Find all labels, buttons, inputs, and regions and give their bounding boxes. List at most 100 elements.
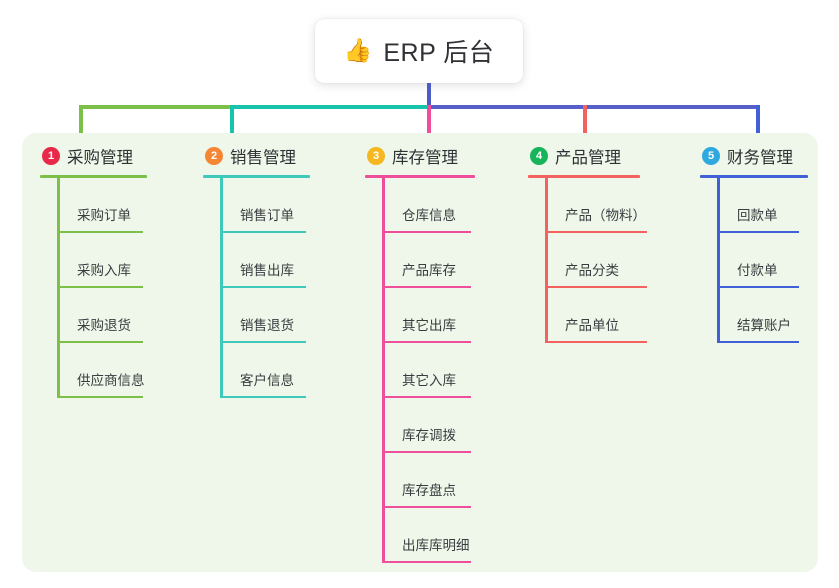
list-item-label: 产品（物料） (565, 208, 646, 223)
list-item-rule (59, 341, 143, 343)
list-item[interactable]: 结算账户 (719, 288, 839, 343)
list-item-label: 销售退货 (240, 318, 294, 333)
list-item[interactable]: 回款单 (719, 178, 839, 233)
list-item[interactable]: 采购订单 (59, 178, 190, 233)
bus-segment-middle (230, 105, 429, 109)
branch-badge-1: 1 (42, 147, 60, 165)
branch-drop-2 (230, 105, 234, 135)
list-item[interactable]: 产品（物料） (547, 178, 688, 233)
list-item-label: 产品库存 (402, 263, 456, 278)
list-item-label: 采购入库 (77, 263, 131, 278)
branch-badge-5: 5 (702, 147, 720, 165)
list-item-label: 采购订单 (77, 208, 131, 223)
list-item-rule (384, 451, 471, 453)
list-item-rule (59, 286, 143, 288)
branch-title-1: 采购管理 (67, 149, 133, 167)
branch-header-1[interactable]: 1 采购管理 (40, 143, 190, 169)
branch-drop-3 (427, 105, 431, 135)
list-item[interactable]: 客户信息 (222, 343, 353, 398)
list-item-label: 产品单位 (565, 318, 619, 333)
list-item-rule (547, 286, 647, 288)
root-node[interactable]: 👍 ERP 后台 (315, 19, 523, 83)
branch-badge-2: 2 (205, 147, 223, 165)
branch-spine-1 (57, 178, 60, 398)
list-item-label: 其它出库 (402, 318, 456, 333)
list-item[interactable]: 产品单位 (547, 288, 688, 343)
list-item[interactable]: 付款单 (719, 233, 839, 288)
list-item-rule (384, 341, 471, 343)
list-item-label: 结算账户 (737, 318, 791, 333)
branch-header-3[interactable]: 3 库存管理 (365, 143, 515, 169)
list-item-rule (222, 341, 306, 343)
list-item-rule (59, 231, 143, 233)
list-item[interactable]: 库存盘点 (384, 453, 515, 508)
list-item[interactable]: 销售订单 (222, 178, 353, 233)
list-item[interactable]: 出库库明细 (384, 508, 515, 563)
list-item-rule (719, 231, 799, 233)
list-item-label: 仓库信息 (402, 208, 456, 223)
branch-spine-2 (220, 178, 223, 398)
list-item[interactable]: 库存调拨 (384, 398, 515, 453)
list-item-label: 销售出库 (240, 263, 294, 278)
list-item-rule (547, 231, 647, 233)
bus-segment-right (427, 105, 760, 109)
branch-items-3: 仓库信息 产品库存 其它出库 其它入库 库存调拨 库存盘点 (365, 178, 515, 563)
branch-badge-4: 4 (530, 147, 548, 165)
branch-column-1: 1 采购管理 采购订单 采购入库 采购退货 供应商信息 (40, 143, 190, 398)
list-item-rule (384, 396, 471, 398)
branch-items-2: 销售订单 销售出库 销售退货 客户信息 (203, 178, 353, 398)
branch-header-5[interactable]: 5 财务管理 (700, 143, 839, 169)
branch-title-5: 财务管理 (727, 149, 793, 167)
branch-header-4[interactable]: 4 产品管理 (528, 143, 688, 169)
list-item-rule (222, 396, 306, 398)
branch-drop-5 (756, 105, 760, 135)
list-item[interactable]: 其它入库 (384, 343, 515, 398)
branch-rule-3 (365, 175, 475, 178)
list-item-rule (384, 506, 471, 508)
branches-panel (22, 133, 818, 572)
branch-spine-3 (382, 178, 385, 563)
list-item-label: 客户信息 (240, 373, 294, 388)
bus-segment-left (79, 105, 232, 109)
branch-badge-3: 3 (367, 147, 385, 165)
root-title: ERP 后台 (383, 39, 495, 67)
list-item[interactable]: 采购退货 (59, 288, 190, 343)
branch-drop-4 (583, 105, 587, 135)
list-item-rule (222, 231, 306, 233)
list-item-rule (384, 286, 471, 288)
branch-title-4: 产品管理 (555, 149, 621, 167)
branch-spine-4 (545, 178, 548, 343)
branch-items-5: 回款单 付款单 结算账户 (700, 178, 839, 343)
branch-column-3: 3 库存管理 仓库信息 产品库存 其它出库 其它入库 库存调拨 (365, 143, 515, 563)
list-item-rule (547, 341, 647, 343)
list-item[interactable]: 销售出库 (222, 233, 353, 288)
branch-items-4: 产品（物料） 产品分类 产品单位 (528, 178, 688, 343)
list-item-label: 其它入库 (402, 373, 456, 388)
branch-column-4: 4 产品管理 产品（物料） 产品分类 产品单位 (528, 143, 688, 343)
branch-drop-1 (79, 105, 83, 135)
branch-header-2[interactable]: 2 销售管理 (203, 143, 353, 169)
list-item-rule (384, 561, 471, 563)
branch-items-1: 采购订单 采购入库 采购退货 供应商信息 (40, 178, 190, 398)
list-item[interactable]: 销售退货 (222, 288, 353, 343)
branch-column-5: 5 财务管理 回款单 付款单 结算账户 (700, 143, 839, 343)
list-item-label: 供应商信息 (77, 373, 145, 388)
list-item[interactable]: 其它出库 (384, 288, 515, 343)
list-item[interactable]: 产品库存 (384, 233, 515, 288)
branch-title-3: 库存管理 (392, 149, 458, 167)
list-item[interactable]: 采购入库 (59, 233, 190, 288)
list-item[interactable]: 产品分类 (547, 233, 688, 288)
branch-rule-2 (203, 175, 310, 178)
list-item-rule (222, 286, 306, 288)
list-item[interactable]: 供应商信息 (59, 343, 190, 398)
list-item-label: 销售订单 (240, 208, 294, 223)
branch-title-2: 销售管理 (230, 149, 296, 167)
branch-rule-1 (40, 175, 147, 178)
list-item-rule (59, 396, 143, 398)
branch-rule-5 (700, 175, 808, 178)
list-item-rule (719, 341, 799, 343)
list-item-label: 库存调拨 (402, 428, 456, 443)
list-item[interactable]: 仓库信息 (384, 178, 515, 233)
branch-rule-4 (528, 175, 640, 178)
list-item-label: 采购退货 (77, 318, 131, 333)
